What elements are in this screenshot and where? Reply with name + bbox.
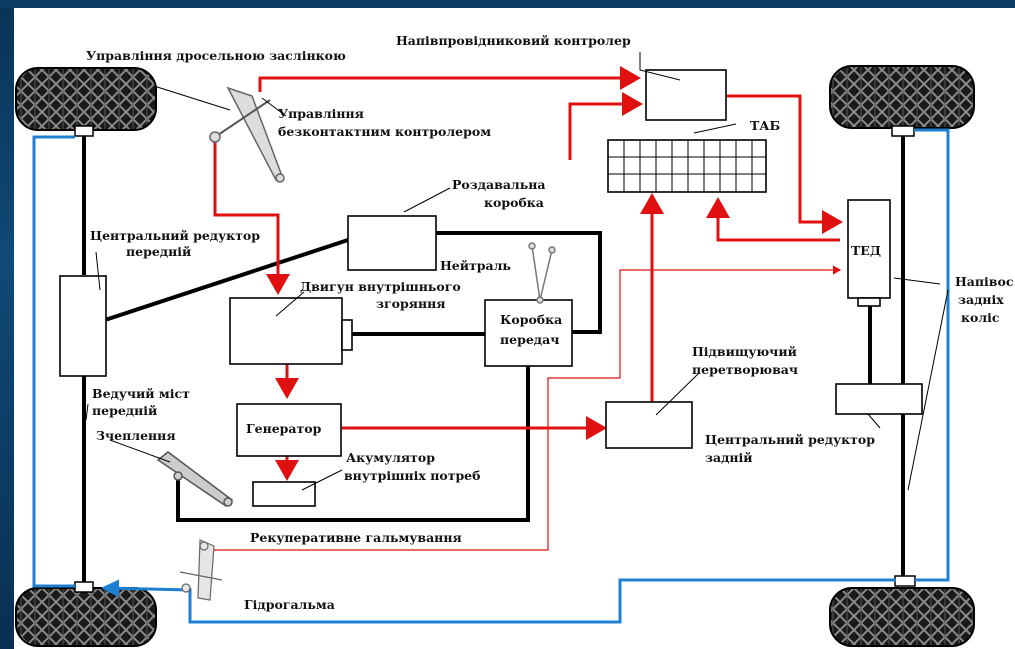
tab-traction-battery (607, 139, 767, 193)
label-half-axle-3: коліс (961, 310, 1000, 325)
label-semiconductor-controller: Напівпровідниковий контролер (396, 33, 631, 48)
semiconductor-controller-box (645, 69, 727, 121)
label-engine-2: згоряння (376, 296, 445, 311)
controller-to-ted (727, 94, 843, 234)
label-boost-converter-1: Підвищуючий (692, 344, 797, 359)
leader-lines (85, 52, 949, 491)
ted-flange (857, 297, 881, 307)
front-propshaft (104, 238, 349, 322)
energy-flow-lines (213, 66, 843, 481)
front-central-reducer-box (59, 275, 107, 377)
throttle-to-engine (213, 137, 290, 295)
label-rear-gearbox-2: задній (705, 450, 753, 465)
label-transfer-box-2: коробка (484, 195, 544, 210)
ted-box (847, 199, 891, 299)
engine-box (229, 297, 343, 365)
label-gearbox-2: передач (500, 332, 559, 347)
diagram-canvas: Управління дросельною заслінкою Напівпро… (14, 8, 1015, 649)
label-tab: ТАБ (750, 118, 780, 133)
engine-output-flange (341, 319, 353, 351)
battery-box (252, 481, 316, 507)
label-rear-gearbox-1: Центральний редуктор (705, 432, 875, 447)
label-battery-2: внутрішніх потреб (344, 468, 480, 483)
label-clutch: Зчеплення (96, 428, 176, 443)
label-hydro-brake: Гідрогальма (244, 597, 335, 612)
label-engine-1: Двигун внутрішнього (300, 279, 461, 294)
throttle-to-controller (258, 66, 641, 92)
label-front-gearbox-2: передній (126, 244, 191, 259)
transfer-to-gearbox-shaft (435, 231, 602, 334)
label-front-gearbox-1: Центральний редуктор (90, 228, 260, 243)
background-top-strip (0, 0, 1015, 8)
wheel-front-right (15, 581, 157, 647)
label-boost-converter-2: перетворювач (692, 362, 798, 377)
label-neutral: Нейтраль (440, 258, 511, 273)
hydro-brake-arrow (101, 579, 191, 598)
tab-to-controller (568, 92, 643, 160)
rear-brake-line (914, 128, 950, 582)
label-drive-axle-1: Ведучий міст (92, 386, 190, 401)
mechanical-links (82, 136, 905, 582)
gearbox-box (484, 299, 573, 367)
front-brake-line (32, 135, 75, 588)
label-generator: Генератор (246, 421, 322, 436)
ted-to-tab (706, 197, 840, 242)
label-transfer-box-1: Роздавальна (452, 177, 545, 192)
label-gearbox-1: Коробка (500, 312, 562, 327)
hydro-brake-line (188, 578, 896, 624)
wheel-front-left (15, 67, 157, 137)
label-regen-braking: Рекуперативне гальмування (250, 530, 462, 545)
label-contactless-control-2: безконтактним контролером (278, 124, 491, 139)
label-half-axle-1: Напівос (955, 274, 1014, 289)
label-drive-axle-2: передній (92, 403, 157, 418)
clutch-pedal-icon (156, 451, 234, 507)
label-half-axle-2: задніх (958, 292, 1004, 307)
neutral-lever-icon (528, 242, 556, 304)
label-ted: ТЕД (851, 243, 881, 258)
hybrid-drivetrain-diagram: Управління дросельною заслінкою Напівпро… (15, 33, 1014, 647)
label-battery-1: Акумулятор (346, 450, 435, 465)
boost-converter-box (605, 401, 693, 449)
hydraulic-lines (32, 128, 950, 624)
throttle-pedal-icon (209, 86, 285, 183)
wheel-rear-left (829, 65, 975, 137)
wheel-rear-right (829, 575, 975, 647)
brake-pedal-icon (179, 539, 223, 601)
rear-central-reducer-box (835, 383, 923, 415)
transfer-box (347, 215, 437, 271)
generator-box (236, 403, 342, 457)
label-contactless-control-1: Управління (278, 106, 364, 121)
label-throttle-control: Управління дросельною заслінкою (86, 48, 346, 63)
clutch-linkage (176, 366, 530, 522)
regen-braking-line (212, 265, 842, 551)
